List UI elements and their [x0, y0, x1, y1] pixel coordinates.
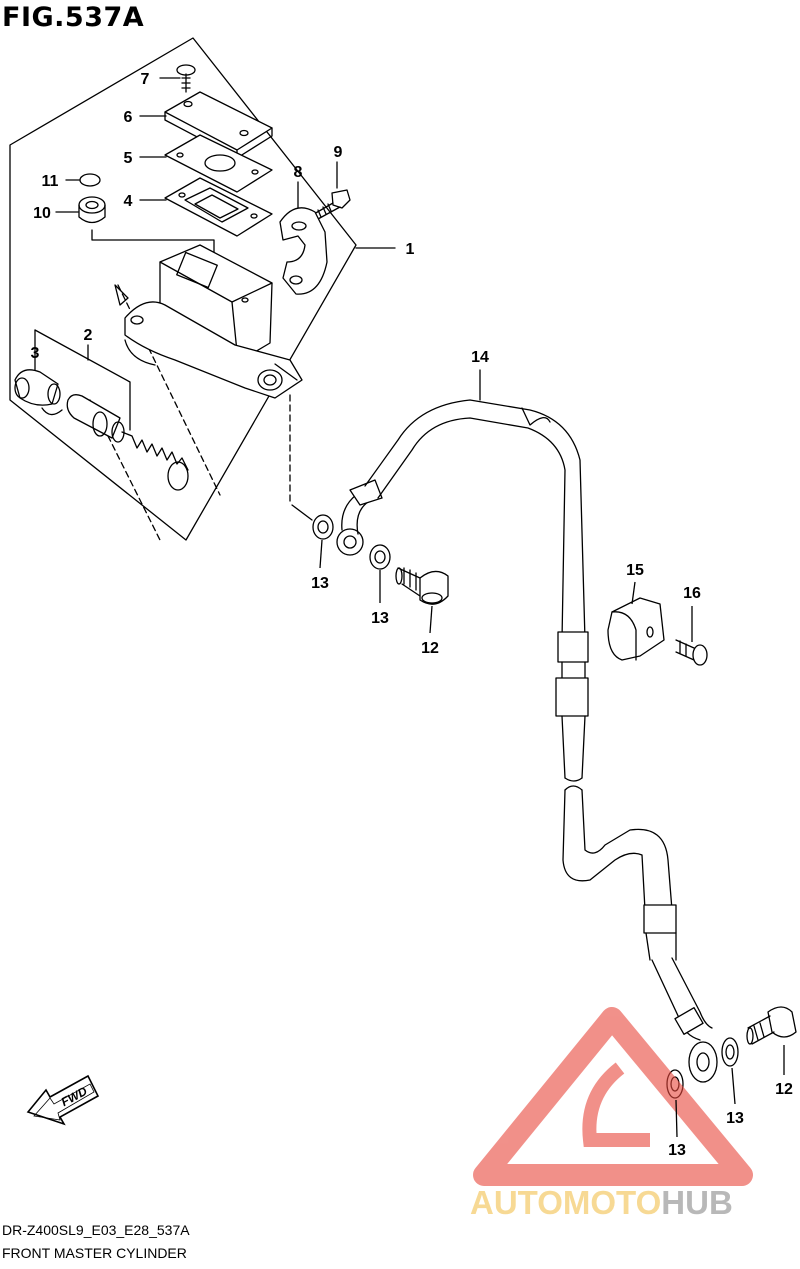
callout-11: 11 — [42, 173, 59, 190]
part-11-ring — [79, 173, 101, 187]
part-2-piston-set — [66, 394, 189, 491]
figure-title: FIG.537A — [2, 2, 145, 33]
washer-13-a — [312, 514, 334, 540]
callout-12-a: 12 — [421, 640, 439, 657]
callout-13-a: 13 — [311, 575, 329, 592]
leader-lines — [34, 77, 481, 521]
washer-13-c — [721, 1037, 739, 1067]
part-4-diaphragm — [164, 177, 273, 237]
callout-5: 5 — [124, 150, 133, 167]
part-1-master-cylinder — [114, 244, 303, 399]
callout-16: 16 — [683, 585, 701, 602]
callout-13-c: 13 — [726, 1110, 744, 1127]
watermark-text-b: HUB — [661, 1184, 733, 1221]
watermark-text-a: AUTOMOTO — [470, 1184, 661, 1221]
callout-10: 10 — [33, 205, 51, 222]
part-5-plate — [164, 134, 273, 193]
callout-9: 9 — [334, 144, 343, 161]
callout-15: 15 — [626, 562, 644, 579]
callout-1: 1 — [406, 241, 415, 258]
part-3-boot — [14, 369, 63, 416]
footer-diagram-name: FRONT MASTER CYLINDER — [2, 1245, 187, 1261]
callout-7: 7 — [141, 71, 150, 88]
part-15-clamp — [607, 597, 665, 661]
part-16-screw — [675, 639, 708, 666]
part-8-clamp — [279, 207, 328, 295]
callout-4: 4 — [124, 193, 133, 210]
part-12-union-bolt-lower — [746, 1006, 797, 1045]
svg-text:AUTOMOTOHUB: AUTOMOTOHUB — [470, 1184, 733, 1221]
fwd-arrow-icon: FWD — [26, 1074, 100, 1126]
callout-13-b: 13 — [371, 610, 389, 627]
callout-13-d: 13 — [668, 1142, 686, 1159]
callout-8: 8 — [294, 164, 303, 181]
washer-13-b — [369, 544, 391, 570]
watermark-logo: AUTOMOTOHUB — [470, 1007, 753, 1221]
callout-2: 2 — [84, 327, 93, 344]
part-9-bolt — [313, 189, 351, 220]
callout-12-b: 12 — [775, 1081, 793, 1098]
part-7-screw — [176, 64, 196, 93]
part-12-union-bolt-upper — [395, 567, 449, 605]
callout-6: 6 — [124, 109, 133, 126]
callout-labels: 7 6 5 4 11 10 9 8 1 2 3 14 13 13 12 15 1… — [31, 71, 793, 1159]
callout-3: 3 — [31, 345, 40, 362]
part-14-brake-hose — [336, 399, 718, 1083]
footer-model-code: DR-Z400SL9_E03_E28_537A — [2, 1222, 190, 1238]
part-10-boot — [78, 196, 106, 224]
callout-14: 14 — [471, 349, 489, 366]
